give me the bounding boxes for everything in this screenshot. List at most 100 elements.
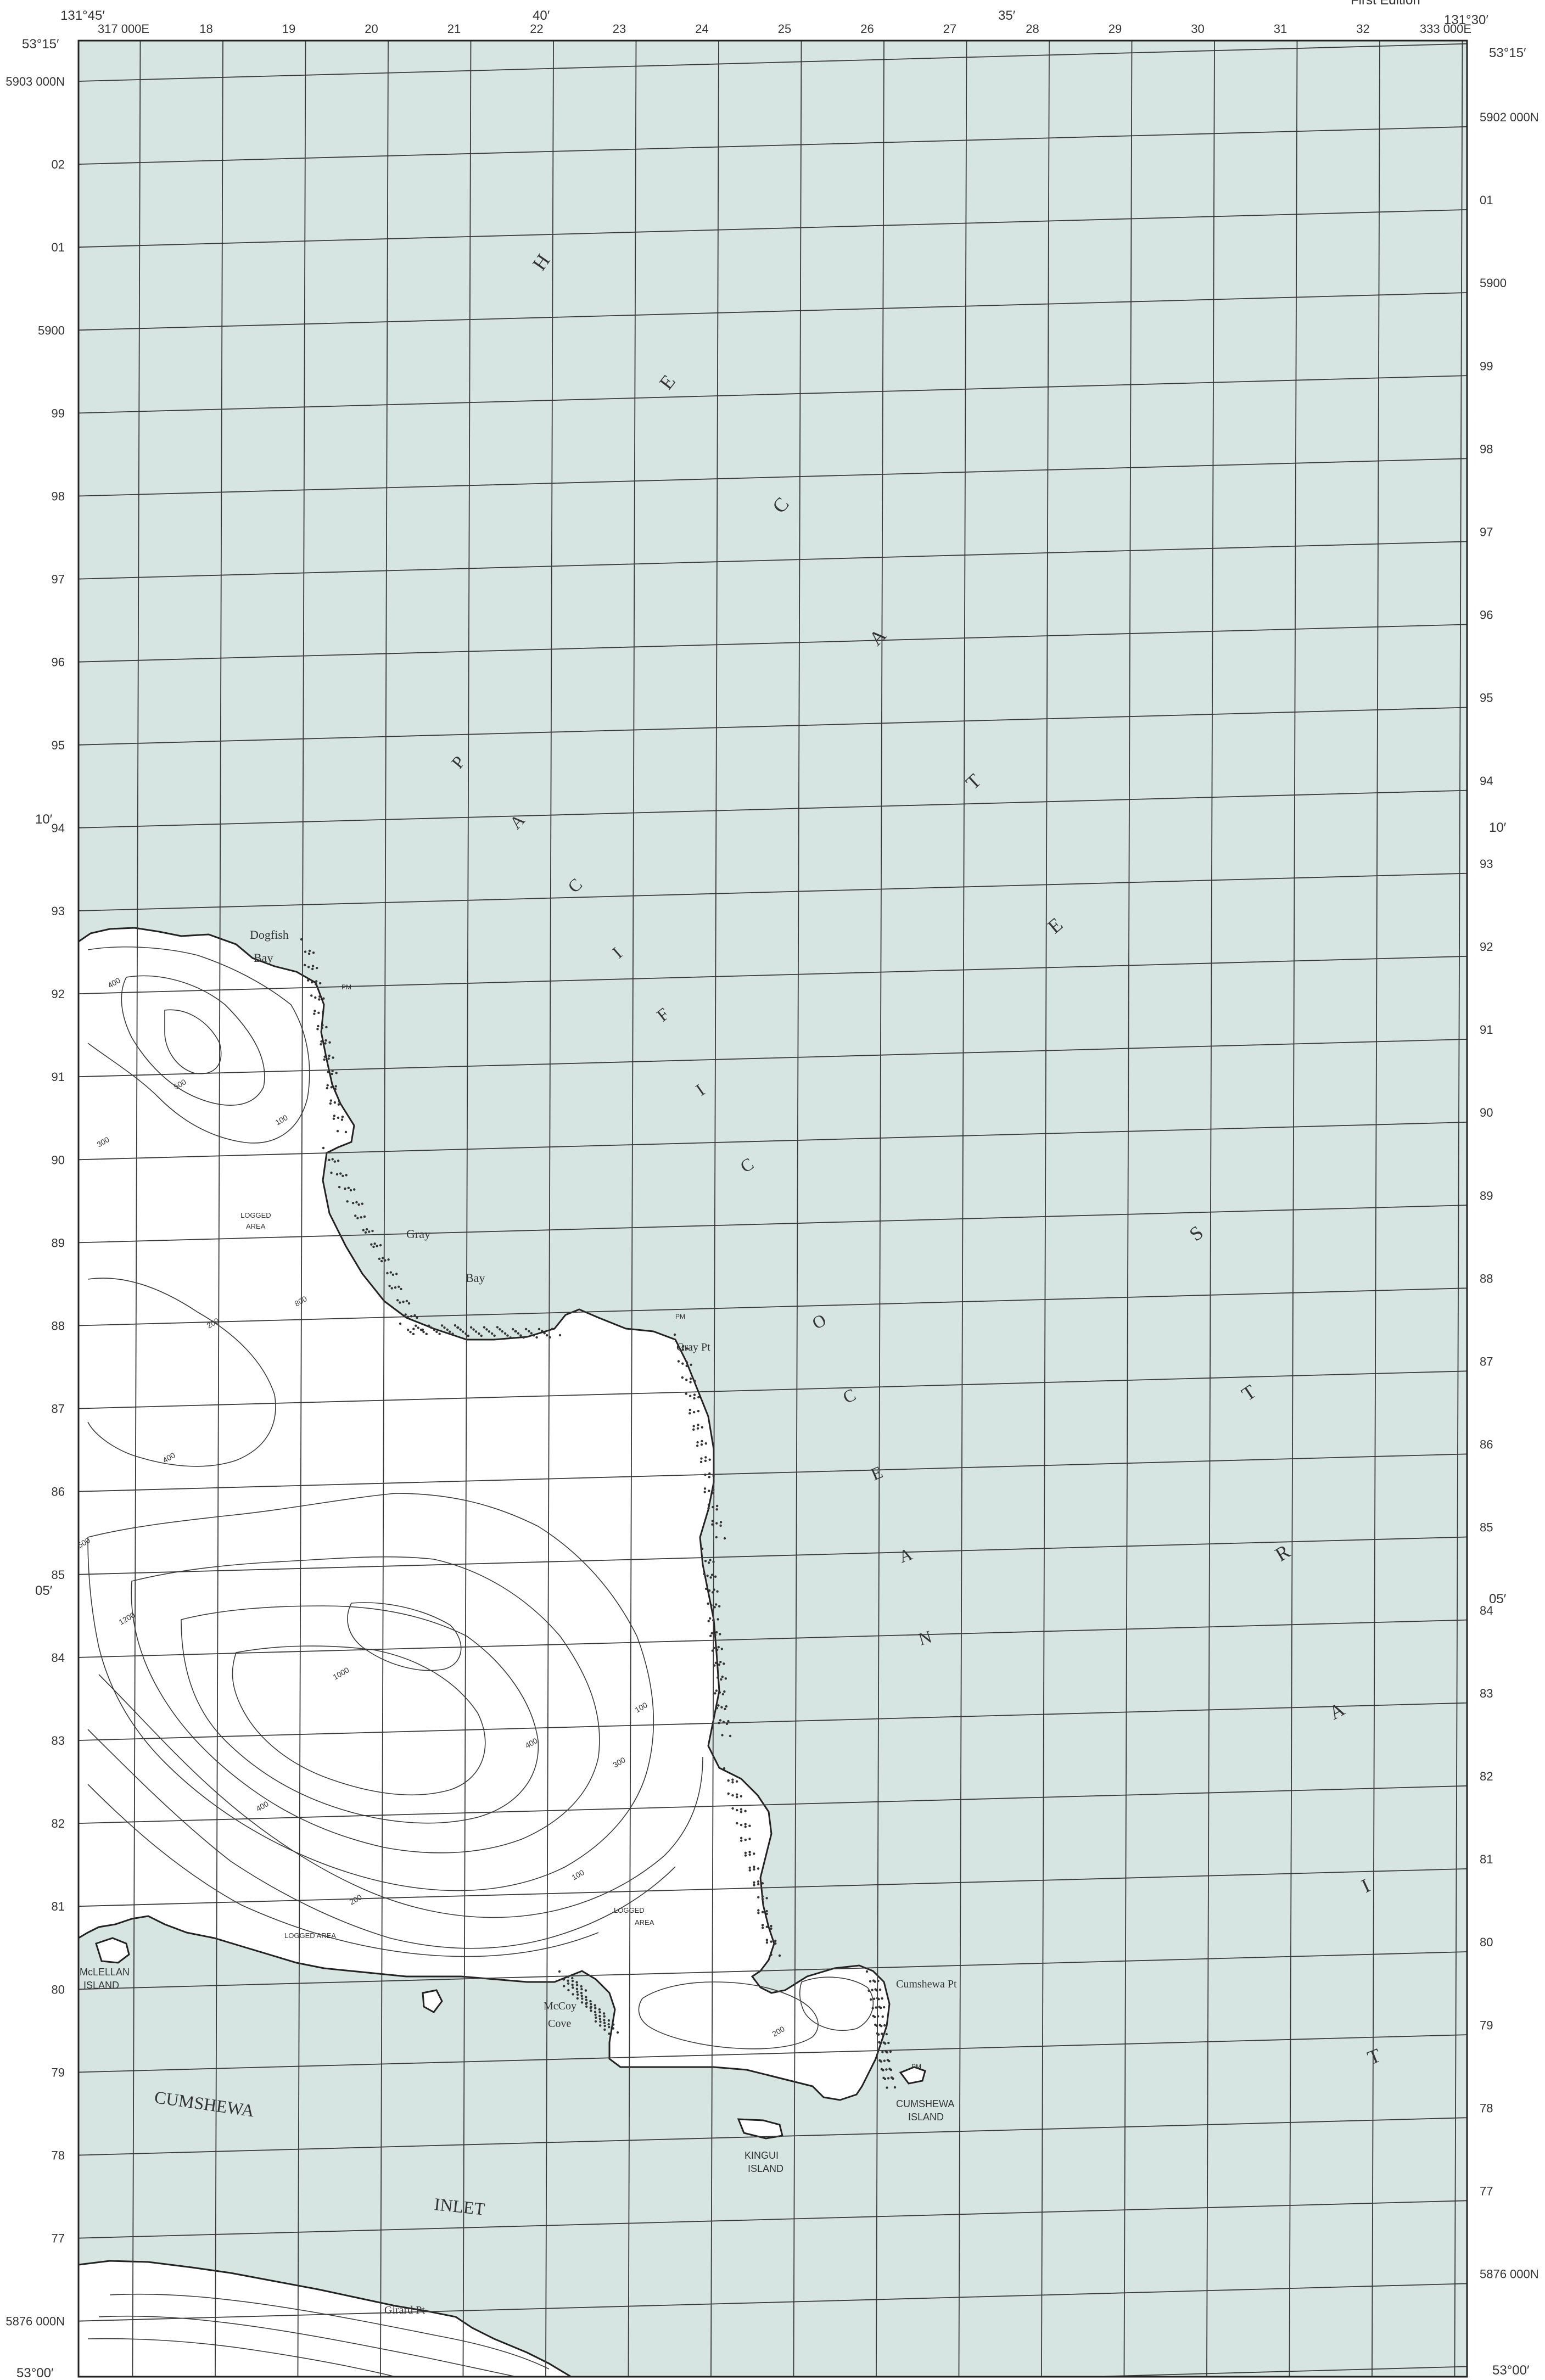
easting-label: 18 (199, 22, 212, 36)
shore-dot (708, 1458, 711, 1461)
shore-dot (874, 2023, 877, 2026)
northing-label-left: 92 (52, 987, 65, 1001)
easting-label: 24 (695, 22, 708, 36)
shore-dot (885, 2068, 888, 2071)
shore-dot (718, 1605, 721, 1608)
northing-label-left: 84 (52, 1651, 65, 1665)
shore-dot (608, 2026, 611, 2029)
shore-dot (703, 1491, 706, 1493)
shore-dot (331, 1069, 334, 1072)
shore-dot (585, 1996, 587, 1998)
shore-dot (729, 1734, 732, 1738)
shore-dot (337, 1160, 340, 1162)
shore-dot (887, 2077, 890, 2080)
northing-label-right: 85 (1480, 1521, 1493, 1535)
shore-dot (499, 1328, 501, 1331)
shore-dot (774, 1942, 777, 1945)
shore-dot (400, 1287, 402, 1291)
shore-dot (328, 1054, 331, 1057)
northing-label-left: 96 (52, 656, 65, 669)
shore-dot (740, 1836, 743, 1840)
shore-dot (335, 1173, 339, 1176)
shore-dot (501, 1330, 503, 1333)
south-shore-land (77, 2260, 574, 2378)
shore-dot (333, 1115, 336, 1117)
shore-dot (718, 1663, 721, 1666)
shore-dot (328, 1041, 331, 1044)
shore-dot (360, 1216, 362, 1219)
shore-dot (697, 1396, 700, 1399)
shore-dot (677, 1360, 680, 1363)
shore-dot (412, 1328, 415, 1330)
grid-northing-line (79, 1287, 1467, 1326)
shore-dot (736, 1796, 738, 1799)
northing-label-right: 5902 000N (1480, 110, 1539, 124)
shore-dot (443, 1326, 446, 1329)
shore-dot (715, 1689, 718, 1692)
grid-easting-line (793, 41, 802, 2377)
shore-dot (693, 1393, 696, 1396)
mclellan-island (95, 1937, 130, 1964)
cumshewa-island (899, 2066, 926, 2085)
northing-label-right: 82 (1480, 1769, 1493, 1783)
shore-dot (748, 1853, 751, 1856)
shore-dot (685, 1364, 688, 1368)
shore-dot (307, 952, 311, 955)
latitude-10-left: 10′ (35, 812, 53, 827)
shore-dot (696, 1444, 699, 1447)
shore-dot (761, 1895, 764, 1898)
shore-dot (316, 1028, 319, 1031)
northing-label-right: 91 (1480, 1023, 1493, 1037)
shore-dot (707, 1561, 710, 1564)
shore-dot (342, 1174, 344, 1178)
shore-dot (717, 1704, 720, 1707)
shore-dot (575, 1981, 578, 1984)
shore-dot (580, 1995, 583, 1997)
grid-easting-line (215, 41, 223, 2377)
shore-dot (701, 1426, 704, 1429)
northing-label-left: 78 (52, 2149, 65, 2163)
shore-dot (719, 1633, 721, 1636)
easting-label: 26 (860, 22, 874, 36)
shore-dot (753, 1881, 755, 1884)
shore-dot (308, 949, 311, 952)
northing-label-right: 77 (1480, 2185, 1493, 2198)
shore-dot (693, 1380, 696, 1382)
northing-label-left: 81 (52, 1900, 65, 1913)
shore-dot (433, 1328, 436, 1331)
shore-dot (720, 1678, 723, 1681)
contour-line (87, 2338, 396, 2377)
northing-label-left: 89 (52, 1236, 65, 1250)
shore-dot (731, 1781, 734, 1784)
shore-dot (716, 1618, 719, 1621)
shore-dot (612, 2027, 614, 2030)
shore-dot (567, 1979, 569, 1982)
shore-dot (576, 1993, 579, 1996)
shore-dot (303, 964, 306, 967)
shore-dot (700, 1443, 703, 1446)
contour-line (181, 1605, 539, 1824)
shore-dot (692, 1428, 695, 1431)
shore-dot (757, 1883, 760, 1886)
shore-dot (690, 1363, 692, 1367)
shore-dot (707, 1507, 710, 1510)
corner-longitude-west: 131°45′ (60, 8, 105, 23)
shore-dot (607, 2023, 610, 2026)
utm-grid (79, 41, 1467, 2377)
shore-dot (719, 1719, 722, 1722)
shore-dot (390, 1287, 393, 1290)
shore-dot (485, 1328, 488, 1331)
shore-dot (731, 1794, 734, 1797)
shore-dot (603, 2015, 606, 2018)
shore-dot (872, 1979, 875, 1982)
shore-dot (598, 2014, 601, 2018)
northing-label-right: 98 (1480, 442, 1493, 456)
shore-dot (451, 1332, 454, 1335)
grid-northing-line (79, 2283, 1467, 2322)
shore-dot (336, 1130, 339, 1133)
shore-dot (427, 1324, 430, 1327)
shore-dot (425, 1332, 428, 1335)
shore-dot (886, 2086, 888, 2089)
northing-label-right: 95 (1480, 691, 1493, 705)
